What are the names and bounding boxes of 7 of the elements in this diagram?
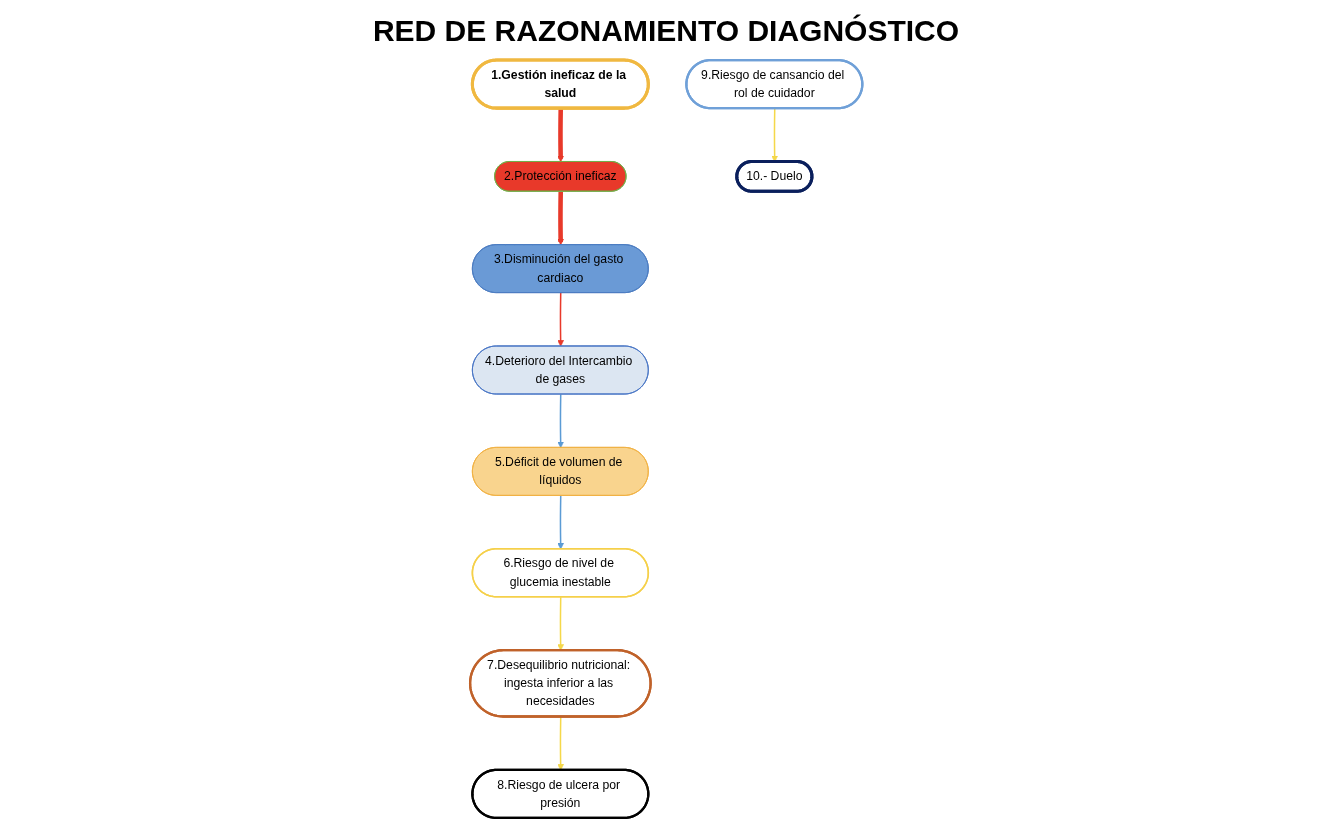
arrow bbox=[557, 495, 564, 550]
arrow bbox=[557, 191, 564, 246]
arrow bbox=[557, 108, 564, 163]
arrow bbox=[557, 292, 564, 347]
arrow bbox=[557, 596, 564, 651]
arrow bbox=[557, 393, 564, 449]
diagram-title: RED DE RAZONAMIENTO DIAGNÓSTICO bbox=[371, 14, 961, 48]
